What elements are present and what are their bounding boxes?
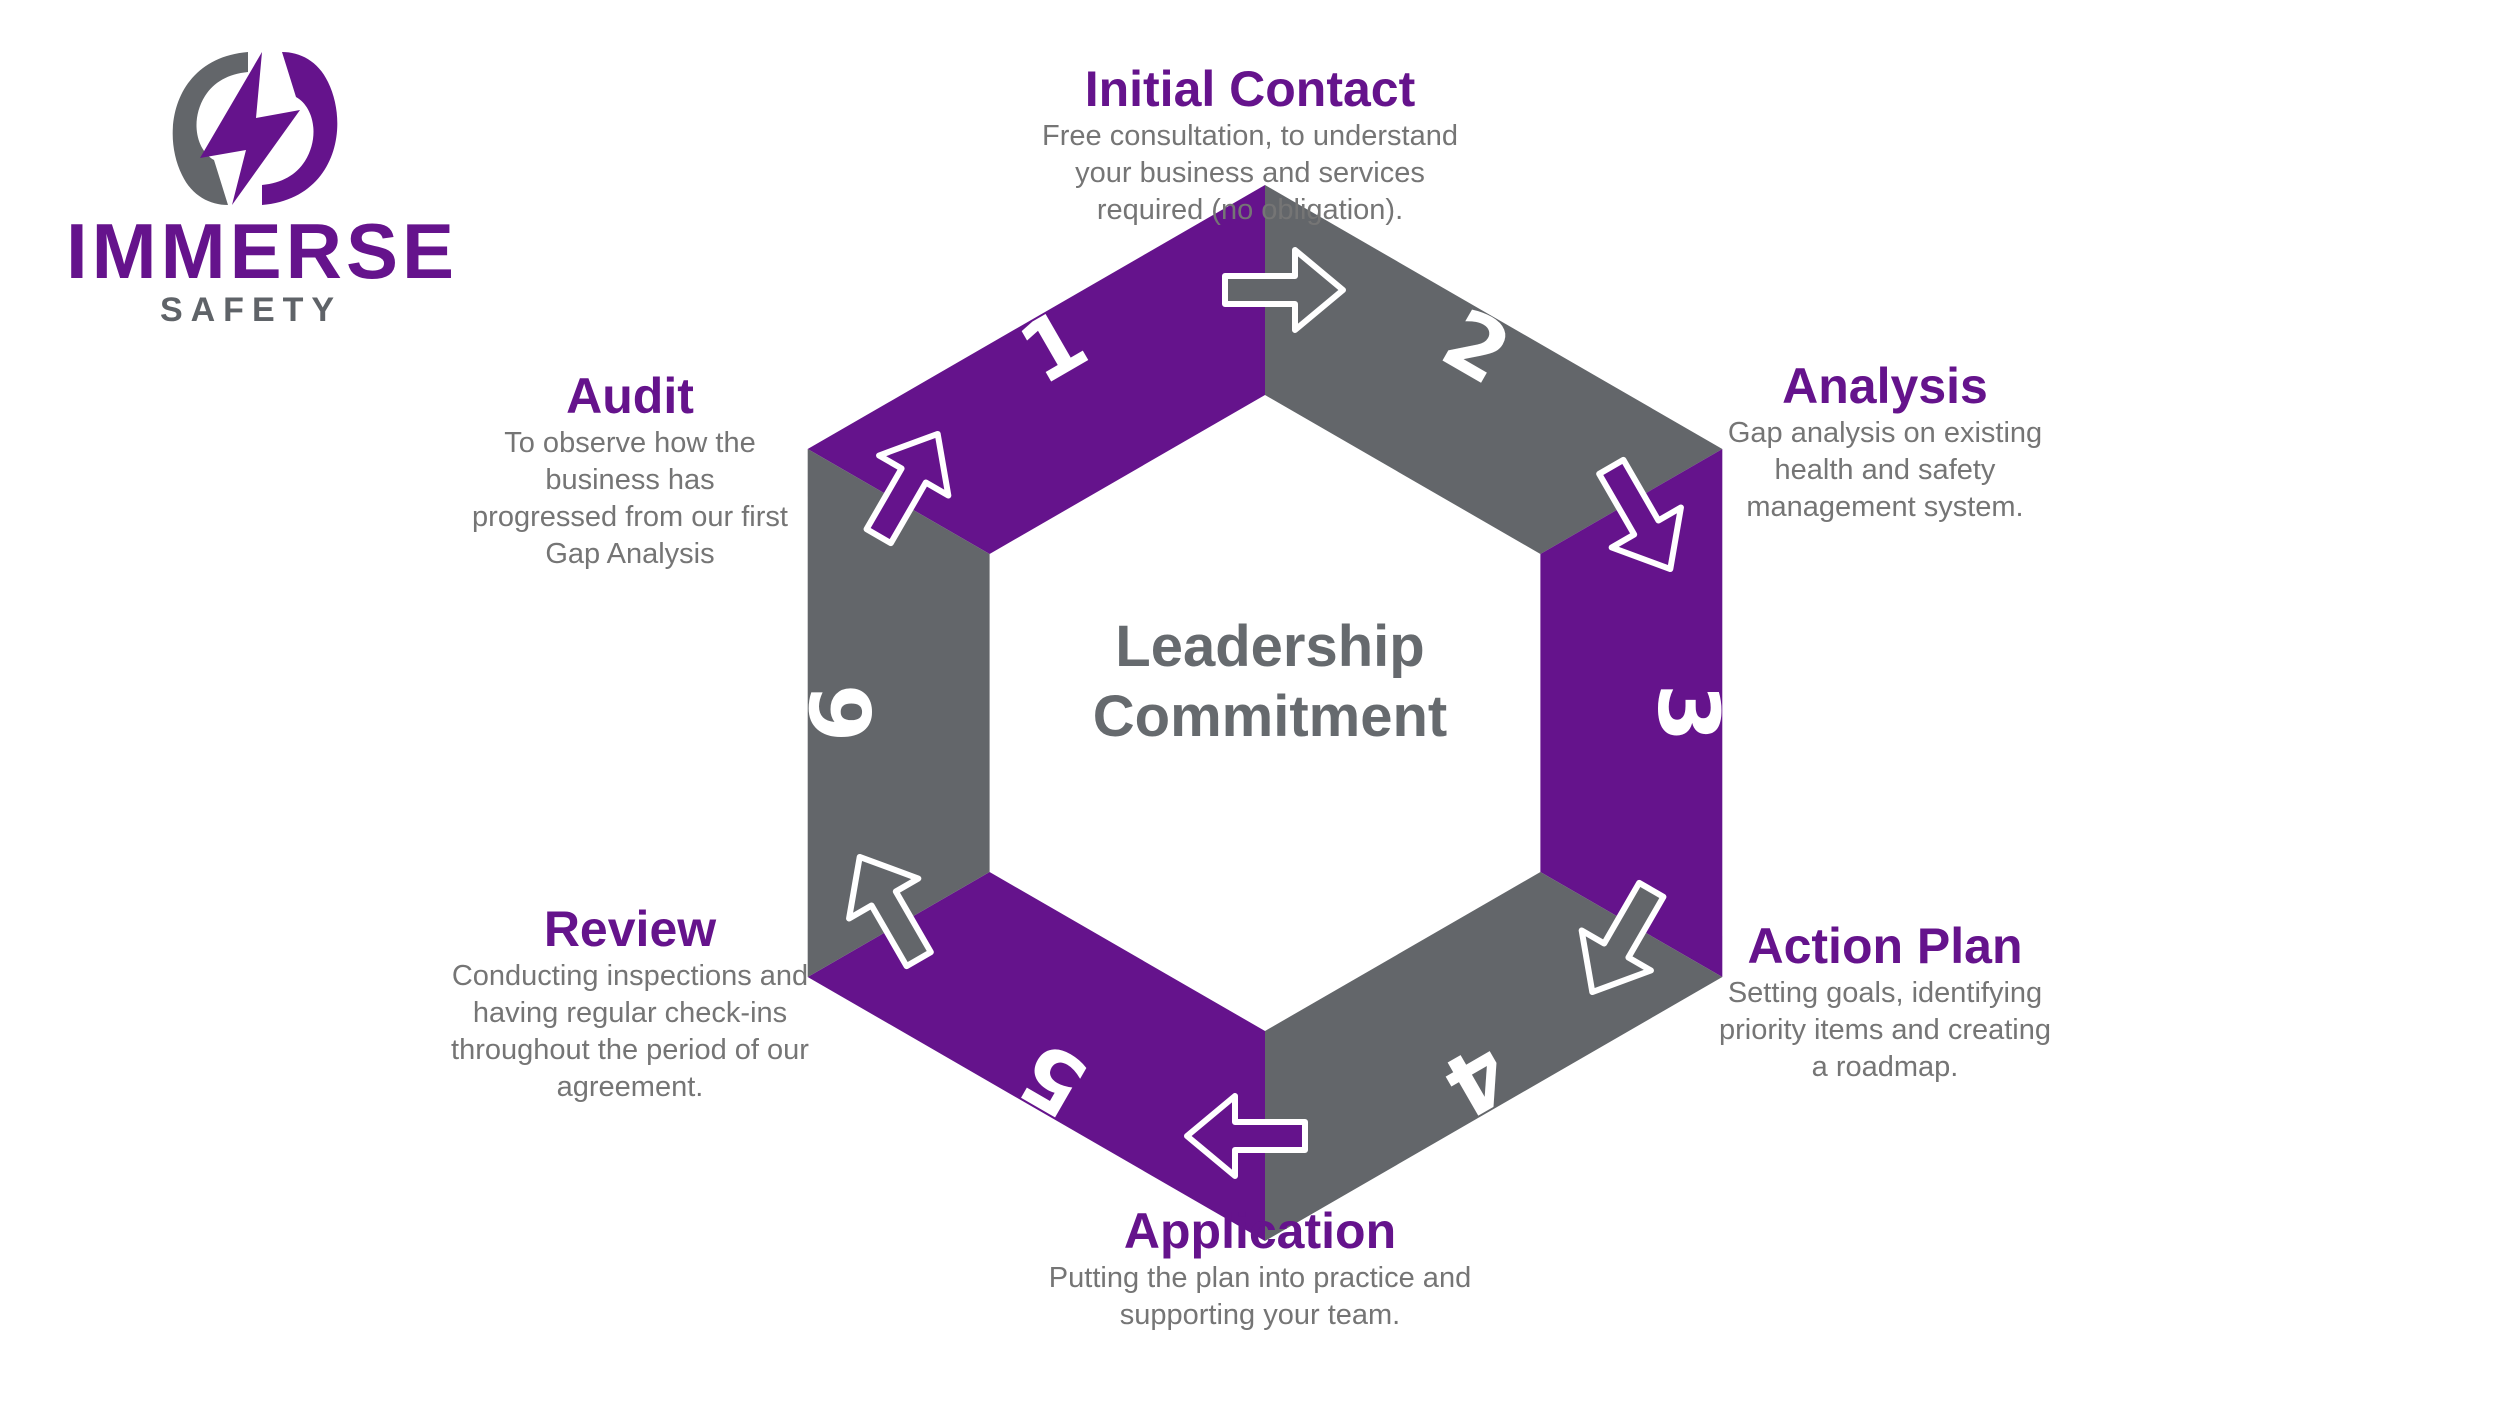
stage-title: Audit	[566, 368, 694, 424]
stage-title: Initial Contact	[1084, 61, 1416, 117]
stage-desc-line: having regular check-ins	[472, 997, 788, 1029]
stage-desc-line: priority items and creating	[1718, 1014, 2052, 1046]
stage-application: Application Putting the plan into practi…	[990, 1202, 1530, 1334]
cycle-arrow-2	[1222, 247, 1346, 333]
stage-analysis: Analysis Gap analysis on existing health…	[1665, 357, 2105, 526]
center-label-line-2: Commitment	[1092, 684, 1448, 749]
cycle-arrow-4	[1578, 879, 1667, 996]
stage-desc-line: health and safety	[1774, 454, 1996, 486]
stage-title: Application	[1123, 1203, 1397, 1259]
segment-number-3: 3	[1639, 684, 1737, 742]
segment-2	[1265, 185, 1723, 554]
stage-desc-line: required (no obligation).	[1096, 194, 1404, 226]
logo-wordmark: IMMERSE	[66, 207, 459, 295]
stage-desc-line: supporting your team.	[1119, 1299, 1401, 1331]
stage-desc-line: Gap Analysis	[545, 538, 715, 570]
stage-desc-line: Conducting inspections and	[451, 960, 809, 992]
stage-desc-line: management system.	[1746, 491, 2024, 523]
center-label: Leadership Commitment	[1030, 612, 1510, 752]
stage-audit: Audit To observe how the business has pr…	[450, 367, 810, 573]
cycle-arrow-3	[1596, 456, 1684, 573]
segment-6	[807, 449, 990, 977]
stage-desc-line: throughout the period of our	[451, 1034, 809, 1066]
stage-desc-line: To observe how the	[504, 427, 756, 459]
stage-title: Action Plan	[1747, 918, 2023, 974]
stage-desc-line: Gap analysis on existing	[1727, 417, 2043, 449]
cycle-arrow-6	[846, 853, 934, 970]
stage-desc-line: business has	[545, 464, 715, 496]
stage-desc-line: Putting the plan into practice and	[1048, 1262, 1472, 1294]
stage-desc-line: Setting goals, identifying	[1727, 977, 2043, 1009]
segment-5	[807, 872, 1265, 1241]
segment-3	[1540, 449, 1723, 977]
cycle-arrow-1	[863, 430, 952, 547]
stage-desc-line: a roadmap.	[1811, 1051, 1959, 1083]
stage-desc-line: your business and services	[1075, 157, 1425, 189]
logo-subtitle: SAFETY	[159, 291, 343, 329]
stage-title: Review	[543, 901, 717, 957]
stage-desc-line: Free consultation, to understand	[1042, 120, 1458, 152]
segment-number-6: 6	[793, 684, 891, 742]
stage-review: Review Conducting inspections and having…	[420, 900, 840, 1106]
stage-desc-line: progressed from our first	[472, 501, 788, 533]
center-label-line-1: Leadership	[1115, 614, 1425, 679]
cycle-arrow-5	[1184, 1093, 1308, 1179]
lightning-swirl-logo-icon	[172, 52, 338, 205]
stage-desc-line: agreement.	[556, 1071, 704, 1103]
stage-initial-contact: Initial Contact Free consultation, to un…	[990, 60, 1510, 229]
stage-title: Analysis	[1782, 358, 1988, 414]
stage-action-plan: Action Plan Setting goals, identifying p…	[1665, 917, 2105, 1086]
